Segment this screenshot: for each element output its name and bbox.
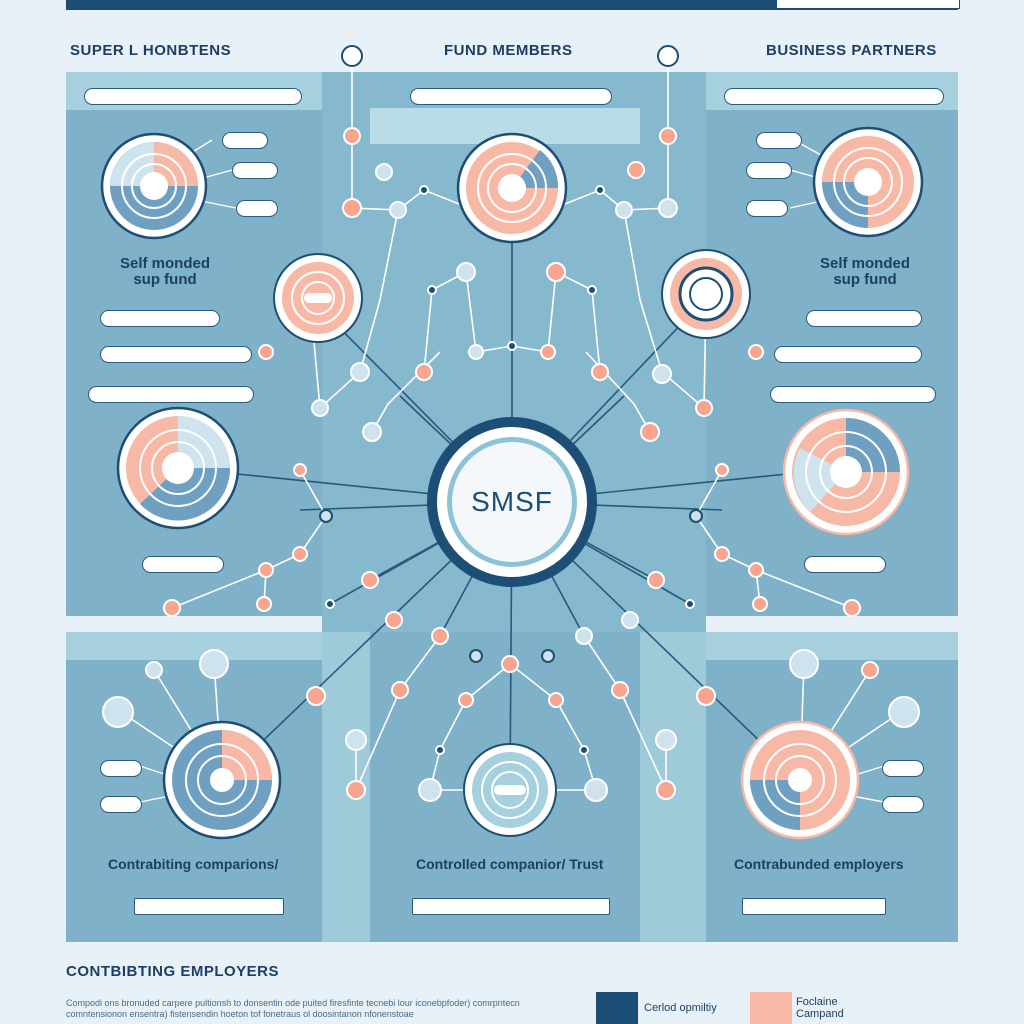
chart-circle-right-mid [782, 408, 910, 536]
tag-pill [236, 200, 278, 217]
chart-circle-mid-right-upper [661, 249, 751, 339]
chart-circle-mid-left-upper [273, 253, 363, 343]
chart-circle-bottom-left [162, 720, 282, 840]
footer-title: CONTBIBTING EMPLOYERS [66, 963, 280, 980]
tag-pill [746, 162, 792, 179]
header-left: SUPER L HONBTENS [70, 42, 232, 59]
footer-text: Compodi ons bronuded carpere pultionsh t… [66, 998, 520, 1019]
tag-pill [410, 88, 612, 105]
tag-pill [806, 310, 922, 327]
label-left-mid: Self monded sup fund [100, 256, 230, 288]
chart-circle-bottom-center [463, 743, 557, 837]
tag-pill [882, 760, 924, 777]
tag-pill [232, 162, 278, 179]
network-nodes [102, 45, 920, 802]
tag-pill [88, 386, 254, 403]
tag-pill [134, 898, 284, 915]
top-bar-tab [776, 0, 960, 9]
tag-pill [412, 898, 610, 915]
smsf-hub[interactable]: SMSF [427, 417, 597, 587]
tag-pill [804, 556, 886, 573]
top-bar [66, 0, 958, 10]
label-bottom-left: Contrabiting comparions/ [108, 856, 279, 872]
tag-pill [100, 346, 252, 363]
legend-label-2: Foclaine Campand [796, 996, 844, 1020]
tag-pill [100, 760, 142, 777]
tag-pill [882, 796, 924, 813]
label-right-mid-text: Self monded sup fund [819, 255, 910, 288]
chart-circle-top-left [100, 132, 208, 240]
chart-circle-bottom-right [740, 720, 860, 840]
tag-pill [222, 132, 268, 149]
label-bottom-center: Controlled companior/ Trust [416, 856, 604, 872]
tag-pill [770, 386, 936, 403]
tag-pill [84, 88, 302, 105]
tag-pill [774, 346, 922, 363]
tag-pill [742, 898, 886, 915]
header-right: BUSINESS PARTNERS [766, 42, 937, 59]
tag-pill [724, 88, 944, 105]
label-left-mid-text: Self monded sup fund [119, 255, 210, 288]
header-center: FUND MEMBERS [444, 42, 573, 59]
tag-pill [142, 556, 224, 573]
smsf-hub-label: SMSF [447, 437, 577, 567]
tag-pill [746, 200, 788, 217]
legend-label-1: Cerlod opmiltiy [644, 1002, 717, 1014]
panel-band-bottom-right [706, 632, 958, 660]
panel-band-bottom-left [66, 632, 322, 660]
chart-circle-top-center [456, 132, 568, 244]
label-right-mid: Self monded sup fund [800, 256, 930, 288]
label-bottom-right: Contrabunded employers [734, 856, 904, 872]
legend-swatch-salmon [750, 992, 792, 1024]
tag-pill [100, 310, 220, 327]
tag-pill [100, 796, 142, 813]
chart-circle-top-right [812, 126, 924, 238]
tag-pill [756, 132, 802, 149]
legend-swatch-navy [596, 992, 638, 1024]
chart-circle-left-mid [116, 406, 240, 530]
